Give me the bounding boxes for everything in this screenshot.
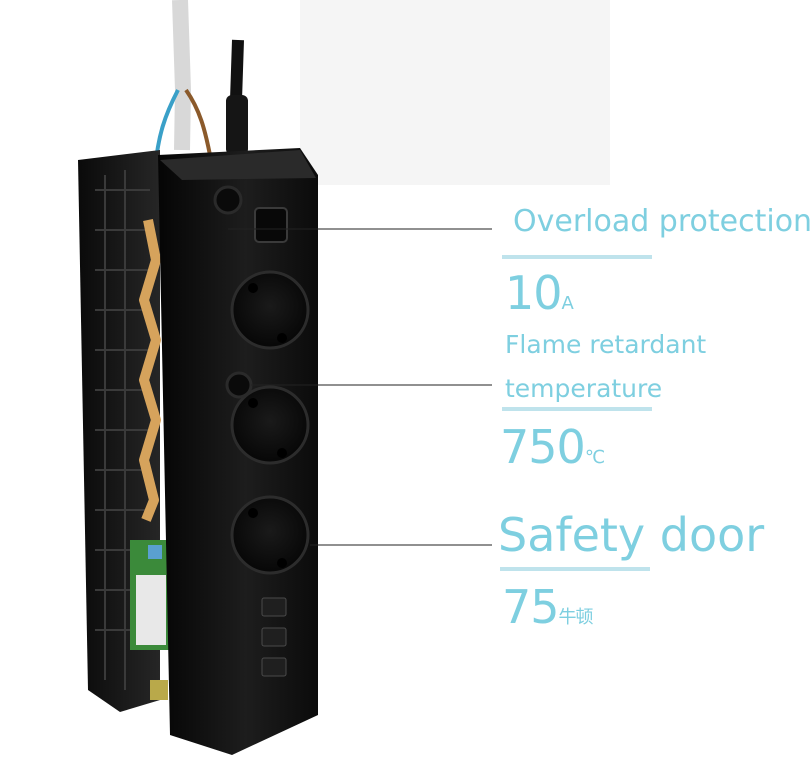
safety-unit: 牛顿 [558, 607, 594, 628]
socket-2 [230, 385, 310, 465]
safety-value: 75牛顿 [502, 580, 594, 634]
flame-title-line1: Flame retardant [505, 330, 707, 359]
overload-switch [254, 207, 288, 243]
flame-title-line2: temperature [505, 374, 663, 403]
background-panel [300, 0, 610, 185]
pcb-component [148, 545, 162, 559]
overload-rule [502, 255, 652, 259]
overload-value: 10A [505, 266, 574, 320]
usb-port-1 [261, 597, 287, 617]
overload-title: Overload protection [513, 204, 812, 239]
housing-grid [95, 170, 150, 690]
safety-rule [500, 567, 650, 571]
white-cable [172, 0, 192, 151]
overload-unit: A [561, 293, 574, 314]
socket-1 [230, 270, 310, 350]
flame-value: 750℃ [500, 420, 605, 474]
safety-number: 75 [502, 580, 560, 634]
callout-dot-overload [213, 185, 243, 215]
flame-number: 750 [500, 420, 586, 474]
pcb-connector [150, 680, 168, 700]
pcb-label [136, 575, 166, 645]
brown-wire [184, 88, 212, 156]
safety-title: Safety door [498, 508, 765, 562]
copper-busbar [139, 219, 161, 522]
usb-port-2 [261, 627, 287, 647]
overload-number: 10 [505, 266, 563, 320]
strip-top-face [160, 150, 316, 180]
callout-dot-flame [225, 371, 253, 399]
usb-port-3 [261, 657, 287, 677]
flame-rule [502, 407, 652, 411]
flame-unit: ℃ [584, 447, 605, 468]
socket-3 [230, 495, 310, 575]
cord-strain-relief [226, 95, 248, 155]
